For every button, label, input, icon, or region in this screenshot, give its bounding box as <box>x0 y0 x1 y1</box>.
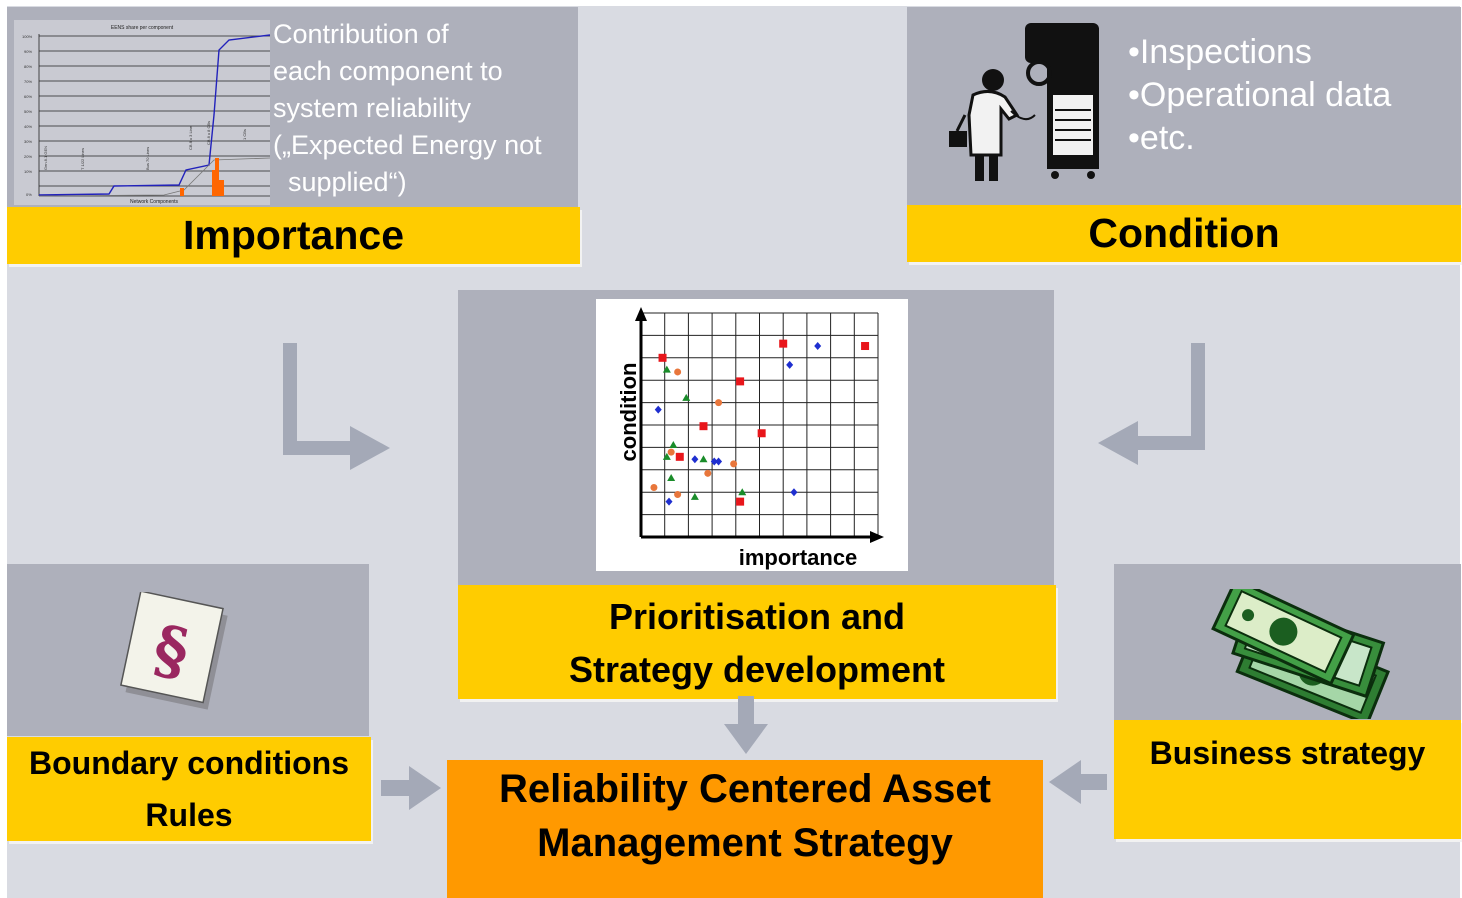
svg-text:0%: 0% <box>26 192 32 197</box>
eens-chart-xlabel: Network Components <box>130 199 179 205</box>
boundary-title: Boundary conditions Rules <box>7 737 371 841</box>
boundary-title-line: Boundary conditions <box>29 745 349 781</box>
scatter-point-triangle <box>738 488 747 496</box>
scatter-point-triangle <box>690 492 699 500</box>
svg-text:90%: 90% <box>24 49 32 54</box>
y-axis-arrowhead <box>635 307 647 321</box>
condition-bullet: •etc. <box>1128 119 1195 157</box>
prioritisation-to-rcam-arrow <box>724 696 768 754</box>
scatter-point-square <box>658 353 667 362</box>
business-to-rcam-arrow <box>1049 760 1107 804</box>
condition-label-box: Condition <box>907 205 1461 262</box>
svg-text:CB 8 x 3 Line: CB 8 x 3 Line <box>188 125 193 150</box>
business-label-box: Business strategy <box>1114 720 1461 839</box>
scatter-point-square <box>675 452 684 461</box>
condition-bullet: •Inspections <box>1128 33 1312 71</box>
scatter-point-circle <box>730 460 738 468</box>
condition-importance-scatter: importance condition <box>596 299 908 571</box>
prioritisation-title-line: Prioritisation and <box>608 596 906 637</box>
importance-description-line: supplied“) <box>288 167 407 197</box>
condition-title: Condition <box>1088 210 1280 256</box>
scatter-point-triangle <box>667 474 676 482</box>
scatter-point-diamond <box>710 457 718 466</box>
paragraph-sign-icon: § <box>120 592 228 710</box>
condition-bullet: •Operational data <box>1128 76 1392 114</box>
svg-text:50%: 50% <box>24 109 32 114</box>
svg-text:1 CBs: 1 CBs <box>242 129 247 140</box>
scatter-point-diamond <box>691 455 699 464</box>
x-axis-arrowhead <box>870 531 884 543</box>
scatter-point-triangle <box>669 441 678 449</box>
scatter-point-square <box>736 377 745 386</box>
eens-chart-thumbnail: EENS share per component 100% 90% 80% 70% 6… <box>14 20 270 205</box>
scatter-point-square <box>699 422 708 431</box>
prioritisation-label-box: Prioritisation and Strategy development <box>458 585 1056 699</box>
importance-panel: EENS share per component 100% 90% 80% 70% 6… <box>7 7 578 212</box>
scatter-point-diamond <box>654 405 662 414</box>
svg-text:T 1/22 Lines: T 1/22 Lines <box>80 148 85 170</box>
scatter-point-triangle <box>662 365 671 373</box>
scatter-point-circle <box>704 469 712 477</box>
boundary-title-line: Rules <box>145 797 233 833</box>
importance-label-box: Importance <box>7 207 580 264</box>
scatter-point-diamond <box>715 457 723 466</box>
scatter-point-square <box>757 429 766 438</box>
importance-description-line: each component to <box>273 56 503 86</box>
boundary-panel: § <box>7 564 369 736</box>
scatter-point-square <box>736 497 745 506</box>
inspector-icon <box>949 23 1099 181</box>
scatter-point-diamond <box>814 342 822 351</box>
scatter-point-triangle <box>662 452 671 460</box>
importance-title: Importance <box>183 212 404 258</box>
scatter-point-triangle <box>682 393 691 401</box>
importance-description: Contribution of each component to system… <box>273 16 542 201</box>
svg-text:CB 8 x 8 CBs: CB 8 x 8 CBs <box>206 121 211 145</box>
condition-panel: •Inspections •Operational data •etc. <box>907 7 1461 207</box>
y-axis-label: condition <box>616 363 641 462</box>
eens-chart-title: EENS share per component <box>111 25 174 31</box>
svg-text:60%: 60% <box>24 94 32 99</box>
business-title: Business strategy <box>1149 735 1426 771</box>
scatter-point-circle <box>674 491 682 499</box>
rcam-title-line: Management Strategy <box>537 821 953 865</box>
svg-text:40%: 40% <box>24 124 32 129</box>
scatter-point-circle <box>650 483 658 491</box>
rcam-title: Reliability Centered Asset Management St… <box>447 760 1043 870</box>
boundary-to-rcam-arrow <box>381 766 441 810</box>
scatter-point-square <box>861 342 870 351</box>
importance-description-line: Contribution of <box>273 19 449 49</box>
svg-text:30%: 30% <box>24 139 32 144</box>
condition-bullets: •Inspections •Operational data •etc. <box>1128 31 1391 160</box>
prioritisation-panel: importance condition <box>458 290 1054 585</box>
svg-text:Gen 8.1 GEN: Gen 8.1 GEN <box>43 146 48 170</box>
svg-text:10%: 10% <box>24 169 32 174</box>
scatter-point-square <box>779 339 788 348</box>
prioritisation-title: Prioritisation and Strategy development <box>458 585 1056 696</box>
condition-to-prioritisation-arrow <box>1098 343 1205 465</box>
money-icon <box>1211 589 1390 719</box>
boundary-label-box: Boundary conditions Rules <box>7 737 371 841</box>
scatter-point-triangle <box>699 455 708 463</box>
scatter-point-diamond <box>665 497 673 506</box>
svg-text:Bus 70 Lines: Bus 70 Lines <box>145 147 150 170</box>
prioritisation-title-line: Strategy development <box>568 649 946 690</box>
scatter-point-circle <box>674 368 682 376</box>
svg-text:70%: 70% <box>24 79 32 84</box>
scatter-point-diamond <box>786 360 794 369</box>
svg-text:80%: 80% <box>24 64 32 69</box>
svg-text:20%: 20% <box>24 154 32 159</box>
importance-description-line: („Expected Energy not <box>273 130 542 160</box>
scatter-point-circle <box>715 399 723 407</box>
svg-text:100%: 100% <box>22 34 33 39</box>
scatter-point-diamond <box>790 488 798 497</box>
rcam-strategy-box: Reliability Centered Asset Management St… <box>447 760 1043 898</box>
importance-description-line: system reliability <box>273 93 472 123</box>
x-axis-label: importance <box>739 545 858 570</box>
importance-to-prioritisation-arrow <box>283 343 390 470</box>
scatter-point-circle <box>667 448 675 456</box>
business-panel <box>1114 564 1461 722</box>
rcam-title-line: Reliability Centered Asset <box>498 767 991 811</box>
